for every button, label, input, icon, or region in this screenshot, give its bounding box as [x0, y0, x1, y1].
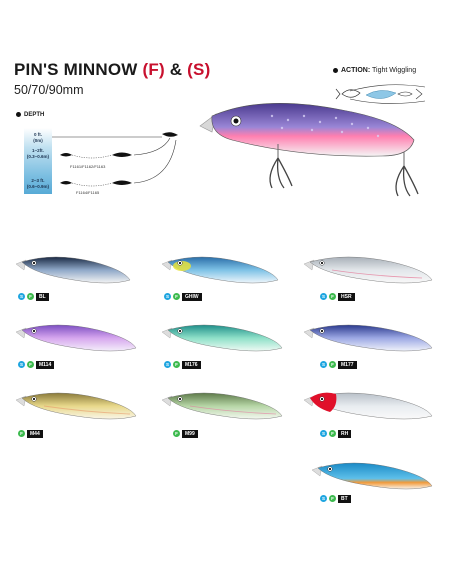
lure-image-ghiw	[161, 256, 279, 284]
lure-image-m177	[303, 324, 433, 352]
floating-badge-icon: F	[173, 293, 180, 300]
product-title: PIN'S MINNOW (F) & (S)	[14, 60, 210, 80]
variant-m176: S F M176	[164, 360, 201, 369]
variant-code: RH	[338, 429, 352, 438]
variant-bl: S F BL	[18, 292, 49, 301]
depth-scale: 0 ft.(0m) 1~2ft.(0.3~0.6m) 2~3 ft.(0.6~0…	[24, 128, 52, 194]
lure-image-hsr	[303, 256, 433, 284]
variant-code: M177	[338, 360, 357, 369]
floating-badge-icon: F	[173, 430, 180, 437]
sinking-badge-icon: S	[164, 293, 171, 300]
depth-level-1: 1~2ft.(0.3~0.6m)	[26, 148, 50, 159]
sinking-badge-icon: S	[18, 293, 25, 300]
bullet-icon	[16, 112, 21, 117]
sinking-badge-icon: S	[320, 361, 327, 368]
title-main: PIN'S MINNOW	[14, 60, 138, 79]
variant-code: BL	[36, 292, 49, 301]
sinking-badge-icon: S	[164, 361, 171, 368]
sinking-badge-icon: S	[320, 495, 327, 502]
variant-code: M99	[182, 429, 198, 438]
floating-badge-icon: F	[18, 430, 25, 437]
bullet-icon	[333, 67, 338, 73]
depth-diagram	[52, 132, 178, 187]
lure-image-m99	[161, 392, 283, 420]
variant-m177: S F M177	[320, 360, 357, 369]
variant-bt: S F BT	[320, 494, 351, 503]
title-sinking-tag: (S)	[187, 60, 211, 79]
sinking-badge-icon: S	[320, 293, 327, 300]
variant-hsr: S F HSR	[320, 292, 355, 301]
floating-badge-icon: F	[329, 361, 336, 368]
lure-image-bl	[15, 256, 131, 284]
variant-code: HSR	[338, 292, 355, 301]
depth-code-row2: F1164/F1165	[76, 190, 100, 195]
title-ampersand: &	[169, 60, 183, 79]
lure-image-m176	[161, 324, 283, 352]
lure-image-rh	[303, 392, 433, 420]
floating-badge-icon: F	[27, 361, 34, 368]
variant-ghiw: S F GHIW	[164, 292, 202, 301]
depth-level-2: 2~3 ft.(0.6~0.9m)	[26, 178, 50, 189]
floating-badge-icon: F	[329, 430, 336, 437]
sinking-badge-icon: S	[320, 430, 327, 437]
hero-lure-image	[199, 102, 419, 197]
floating-badge-icon: F	[329, 495, 336, 502]
variant-code: GHIW	[182, 292, 202, 301]
variant-code: M44	[27, 429, 43, 438]
action-label: ACTION: Tight Wiggling	[333, 67, 416, 74]
action-diagram-icon	[335, 84, 426, 104]
lure-image-m44	[15, 392, 137, 420]
sinking-badge-icon: S	[18, 361, 25, 368]
title-floating-tag: (F)	[142, 60, 165, 79]
variant-code: M114	[36, 360, 55, 369]
variant-m99: F M99	[173, 429, 198, 438]
variant-rh: S F RH	[320, 429, 352, 438]
depth-level-0: 0 ft.(0m)	[33, 132, 43, 143]
variant-m44: F M44	[18, 429, 43, 438]
variant-code: BT	[338, 494, 351, 503]
floating-badge-icon: F	[27, 293, 34, 300]
depth-heading: DEPTH	[16, 112, 44, 118]
lure-image-m114	[15, 324, 137, 352]
floating-badge-icon: F	[329, 293, 336, 300]
action-value: Tight Wiggling	[372, 67, 417, 74]
floating-badge-icon: F	[173, 361, 180, 368]
variant-code: M176	[182, 360, 201, 369]
depth-code-row1: F1161/F1162/F1163	[70, 164, 106, 169]
size-options: 50/70/90mm	[14, 83, 84, 97]
variant-m114: S F M114	[18, 360, 55, 369]
lure-image-bt	[311, 462, 433, 490]
